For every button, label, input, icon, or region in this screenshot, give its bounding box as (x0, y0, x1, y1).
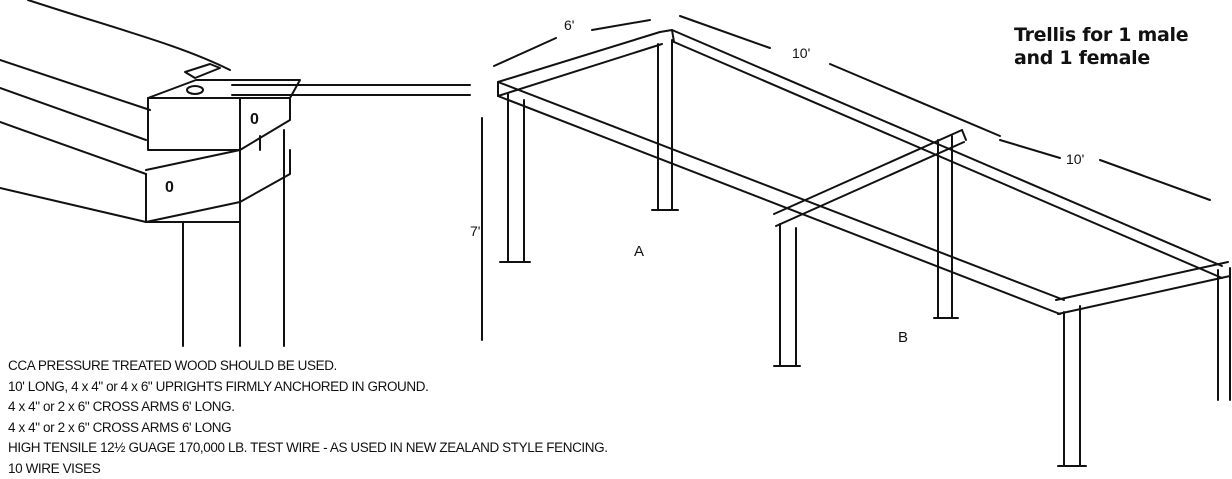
dimension-width: 6' (564, 17, 574, 33)
dimension-length-b: 10' (1066, 151, 1084, 167)
dimension-height: 7' (470, 223, 480, 239)
note-item: 10' LONG, 4 x 4" or 4 x 6" UPRIGHTS FIRM… (8, 377, 608, 398)
diagram-title: Trellis for 1 male and 1 female (1014, 24, 1188, 70)
title-line-2: and 1 female (1014, 47, 1188, 70)
title-line-1: Trellis for 1 male (1014, 24, 1188, 47)
detail-mark-1: 0 (250, 111, 259, 128)
label-a: A (634, 243, 644, 260)
detail-mark-2: 0 (165, 179, 174, 196)
construction-notes: CCA PRESSURE TREATED WOOD SHOULD BE USED… (8, 356, 608, 479)
note-item: 4 x 4" or 2 x 6" CROSS ARMS 6' LONG. (8, 397, 608, 418)
dimension-length-a: 10' (792, 45, 810, 61)
note-item: HIGH TENSILE 12½ GUAGE 170,000 LB. TEST … (8, 438, 608, 459)
label-b: B (898, 329, 908, 346)
note-item: CCA PRESSURE TREATED WOOD SHOULD BE USED… (8, 356, 608, 377)
joint-detail (0, 0, 470, 346)
note-item: 4 x 4" or 2 x 6" CROSS ARMS 6' LONG (8, 418, 608, 439)
